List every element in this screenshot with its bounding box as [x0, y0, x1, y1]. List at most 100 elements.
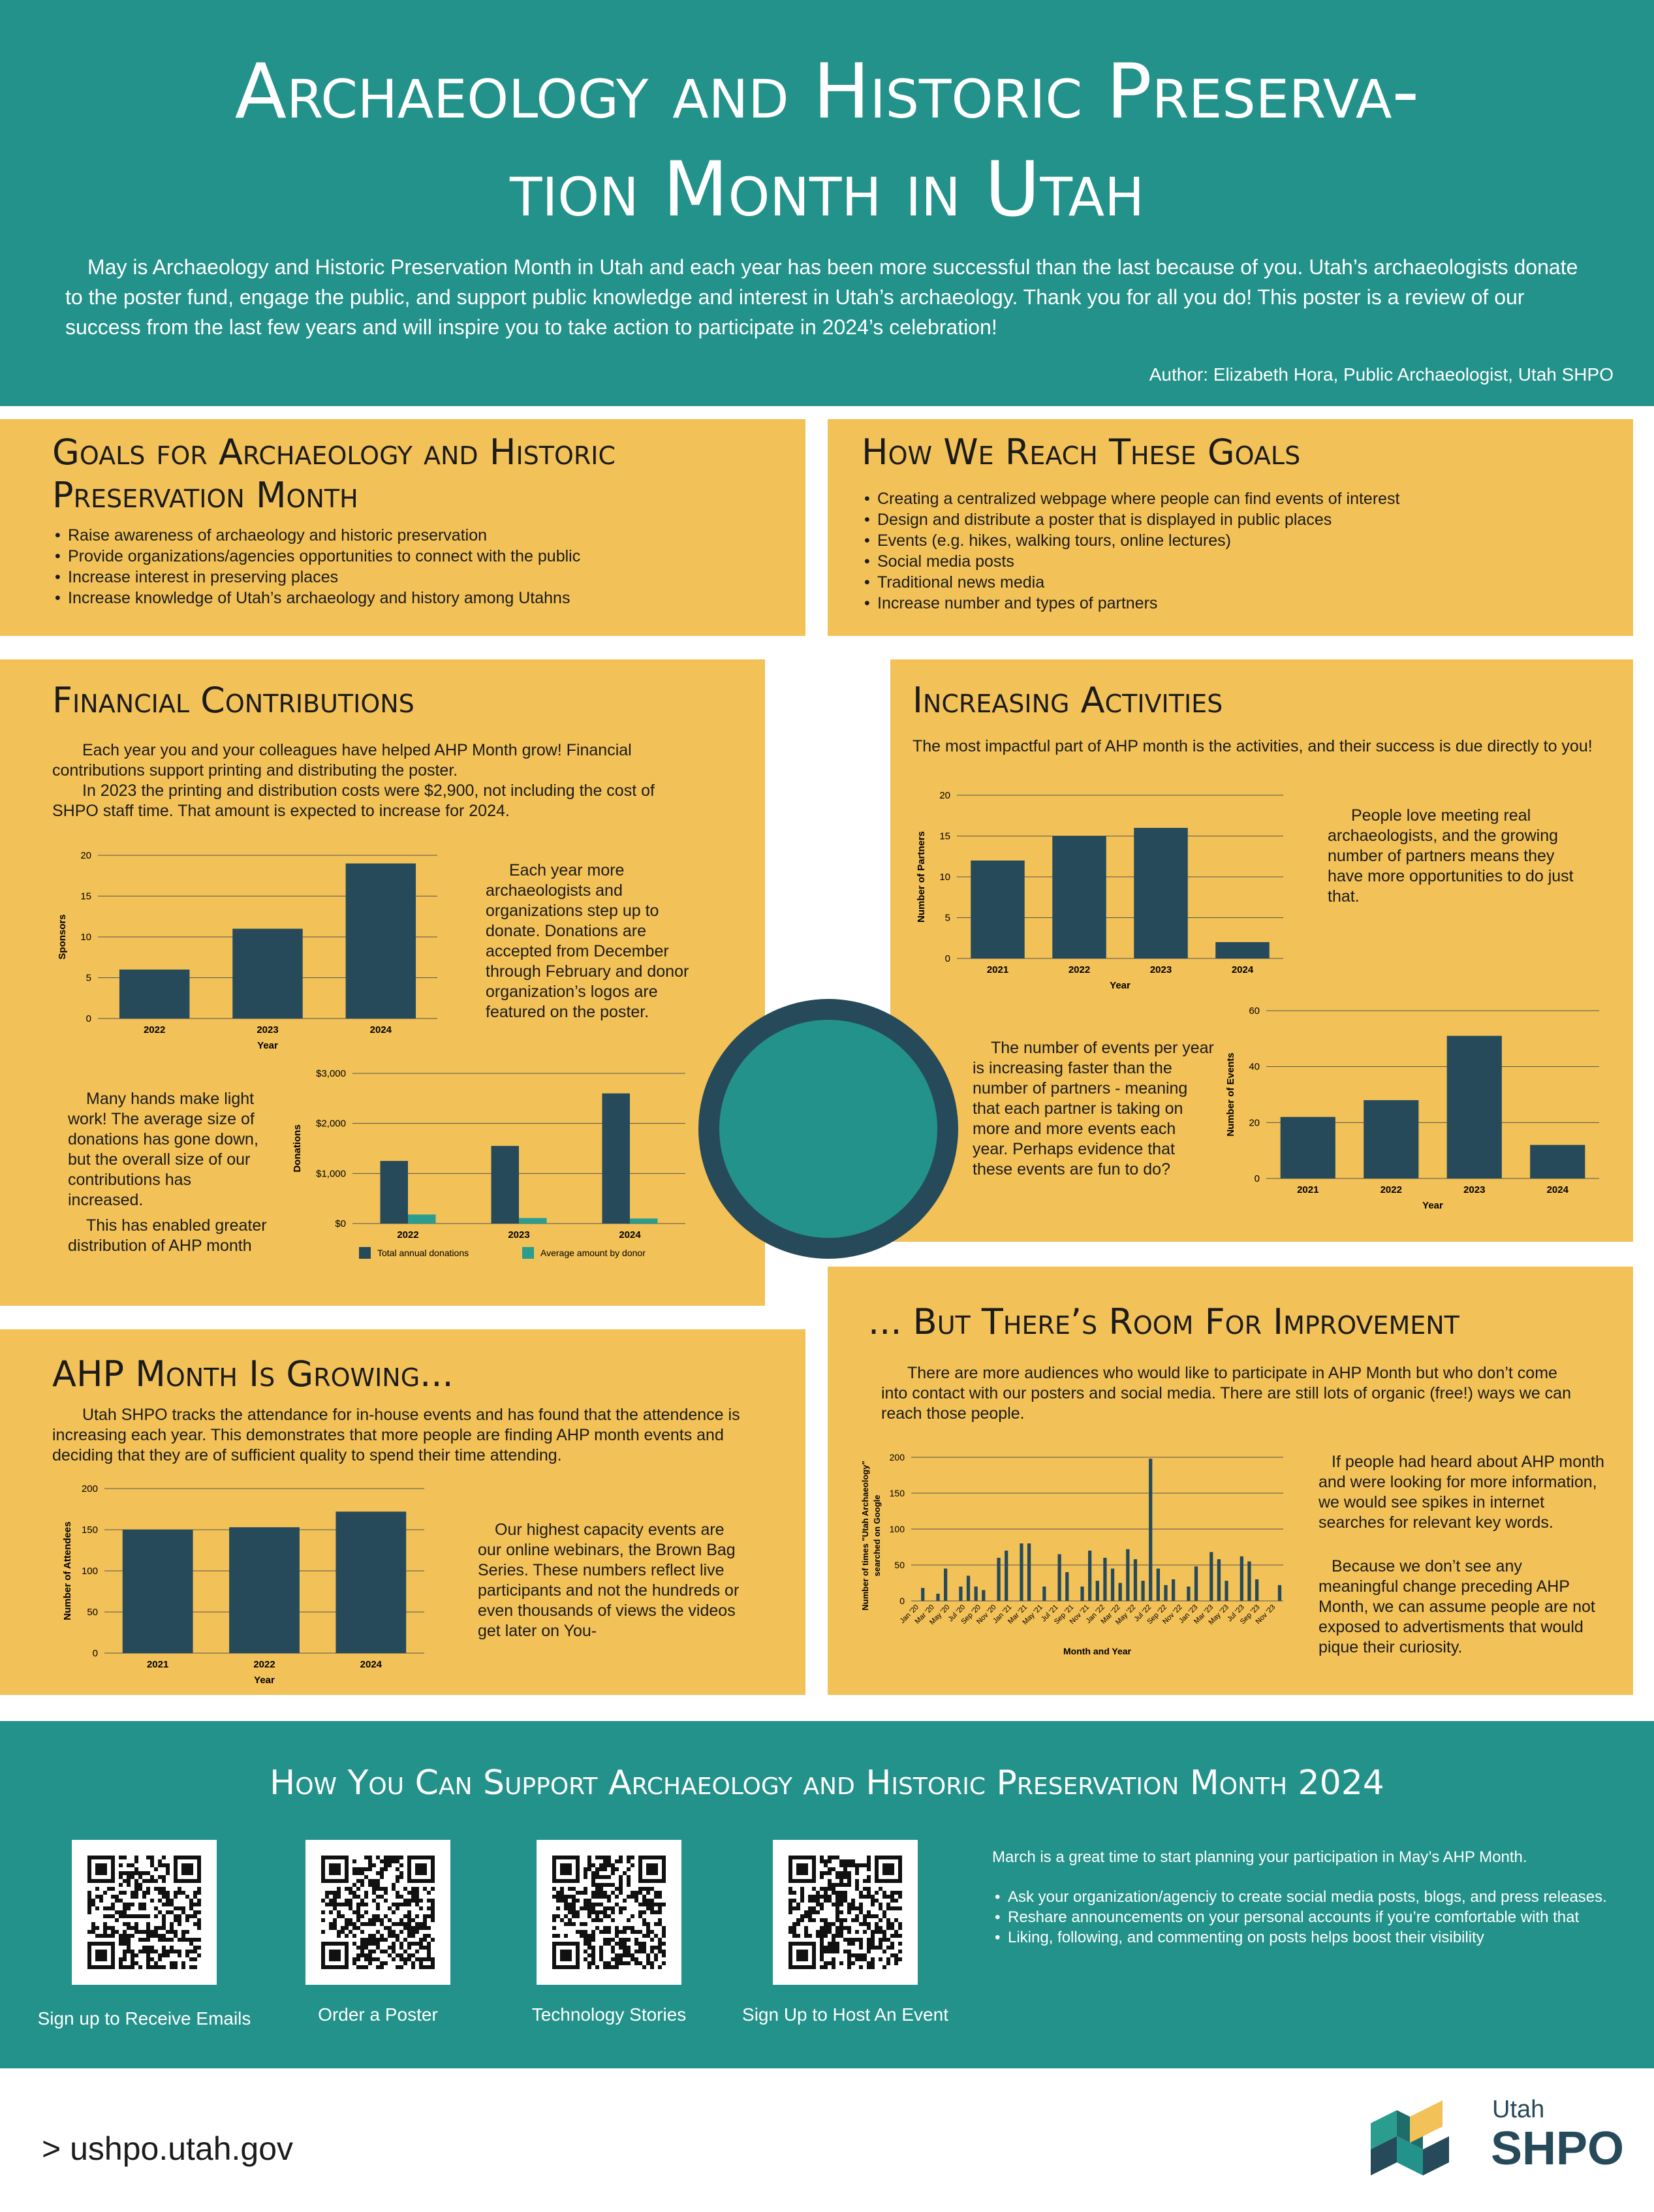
y-tick-label: $2,000 — [316, 1118, 346, 1130]
y-axis-label: Sponsors — [57, 914, 68, 959]
bar — [1134, 828, 1188, 958]
x-axis-label: Year — [1422, 1200, 1443, 1211]
y-tick-label: 0 — [899, 1596, 905, 1606]
x-axis-label: Year — [254, 1675, 275, 1686]
bar — [1446, 1035, 1502, 1178]
qr-label-host-event[interactable]: Sign Up to Host An Event — [742, 2004, 948, 2025]
x-tick-label: 2024 — [370, 1024, 392, 1035]
y-tick-label: 0 — [945, 953, 950, 964]
improvement-intro: There are more audiences who would like … — [881, 1364, 1571, 1423]
reach-list-item: Increase number and types of partners — [862, 593, 1606, 614]
legend-label: Average amount by donor — [540, 1248, 646, 1258]
bar — [1141, 1581, 1145, 1601]
bar — [1133, 1559, 1138, 1601]
x-tick-label: 2022 — [1069, 964, 1090, 975]
qr-label-technology-stories[interactable]: Technology Stories — [531, 2004, 687, 2025]
y-tick-label: 5 — [945, 913, 950, 924]
reach-list-item: Social media posts — [862, 551, 1606, 572]
y-tick-label: 20 — [939, 790, 950, 801]
bar — [119, 970, 190, 1019]
bar — [1126, 1549, 1130, 1601]
x-axis-label: Year — [257, 1040, 278, 1051]
qr-label-emails[interactable]: Sign up to Receive Emails — [37, 2008, 251, 2029]
qr-label-order-poster[interactable]: Order a Poster — [318, 2004, 438, 2025]
y-tick-label: 0 — [86, 1013, 91, 1024]
goals-list-item: Provide organizations/agencies opportuni… — [52, 546, 783, 567]
bar — [1103, 1558, 1107, 1601]
bar — [1364, 1100, 1419, 1178]
goals-list-item: Increase interest in preserving places — [52, 567, 783, 588]
website-link[interactable]: > ushpo.utah.gov — [42, 2130, 294, 2167]
bar — [630, 1218, 658, 1224]
qr-code-emails[interactable] — [72, 1840, 217, 1985]
bar — [936, 1594, 940, 1601]
activities-side-text-2: The number of events per year is increas… — [973, 1039, 1214, 1178]
bar — [232, 928, 303, 1019]
x-tick-label: 2024 — [1232, 964, 1254, 975]
bar — [1149, 1459, 1153, 1601]
support-list-item: Reshare announcements on your personal a… — [992, 1907, 1612, 1927]
bar — [380, 1161, 408, 1224]
bar — [1080, 1587, 1084, 1601]
bar — [1005, 1551, 1008, 1601]
goals-title-line1: Goals for Archaeology and Historic — [52, 432, 616, 473]
bar — [408, 1214, 436, 1224]
qr-code-technology-stories[interactable] — [537, 1840, 681, 1985]
y-tick-label: 15 — [939, 831, 950, 842]
bar — [229, 1527, 300, 1653]
improvement-side-text-1: If people had heard about AHP month and … — [1319, 1453, 1604, 1532]
utah-shpo-logo: Utah SHPO — [1371, 2089, 1624, 2187]
goals-title-line2: Preservation Month — [52, 475, 358, 516]
qr-code-host-event[interactable] — [773, 1840, 918, 1985]
bar — [1020, 1543, 1023, 1601]
growing-side-text: Our highest capacity events are our onli… — [478, 1521, 740, 1640]
bar — [944, 1568, 948, 1601]
qr-code-order-poster[interactable] — [305, 1840, 450, 1985]
qr-pattern — [321, 1856, 435, 1969]
reach-list: Creating a centralized webpage where peo… — [862, 488, 1606, 614]
bar — [997, 1558, 1001, 1601]
bar — [345, 863, 416, 1019]
x-tick-label: 2024 — [1547, 1184, 1569, 1195]
legend-label: Total annual donations — [377, 1248, 469, 1258]
reach-list-item: Design and distribute a poster that is d… — [862, 509, 1606, 530]
x-tick-label: 2024 — [619, 1229, 641, 1240]
intro-text: May is Archaeology and Historic Preserva… — [65, 255, 1578, 339]
bar — [1280, 1116, 1335, 1178]
y-axis-label: searched on Google — [872, 1495, 882, 1577]
y-tick-label: 40 — [1249, 1062, 1260, 1073]
x-tick-label: 2022 — [397, 1229, 418, 1240]
y-tick-label: 15 — [80, 891, 91, 902]
y-tick-label: 20 — [1249, 1117, 1260, 1128]
financial-text-1: Each year you and your colleagues have h… — [52, 741, 632, 780]
bar — [1052, 836, 1106, 958]
growing-title: AHP Month Is Growing... — [52, 1353, 454, 1395]
bar — [1255, 1579, 1259, 1601]
goals-list: Raise awareness of archaeology and histo… — [52, 525, 783, 608]
y-tick-label: 10 — [939, 872, 950, 883]
reach-title: How We Reach These Goals — [862, 432, 1301, 473]
bar — [921, 1588, 925, 1601]
y-tick-label: 20 — [80, 850, 91, 861]
y-tick-label: 50 — [87, 1607, 98, 1618]
y-tick-label: 100 — [890, 1524, 905, 1534]
page-title: Archaeology and Historic Preserva- tion … — [52, 43, 1602, 239]
y-axis-label: Number of times "Utah Archaeology" — [860, 1461, 870, 1610]
x-tick-label: 2021 — [987, 964, 1008, 975]
y-axis-label: Number of Partners — [916, 831, 927, 923]
bar — [1118, 1583, 1122, 1601]
bar — [519, 1218, 547, 1224]
y-tick-label: 0 — [93, 1648, 98, 1659]
x-axis-label: Month and Year — [1063, 1646, 1132, 1656]
financial-title: Financial Contributions — [52, 680, 414, 721]
financial-side-text-3: This has enabled greater distribution of… — [68, 1216, 267, 1255]
reach-list-item: Events (e.g. hikes, walking tours, onlin… — [862, 530, 1606, 551]
y-tick-label: $0 — [335, 1218, 346, 1229]
author-line: Author: Elizabeth Hora, Public Archaeolo… — [1149, 364, 1614, 385]
bar — [971, 861, 1025, 958]
